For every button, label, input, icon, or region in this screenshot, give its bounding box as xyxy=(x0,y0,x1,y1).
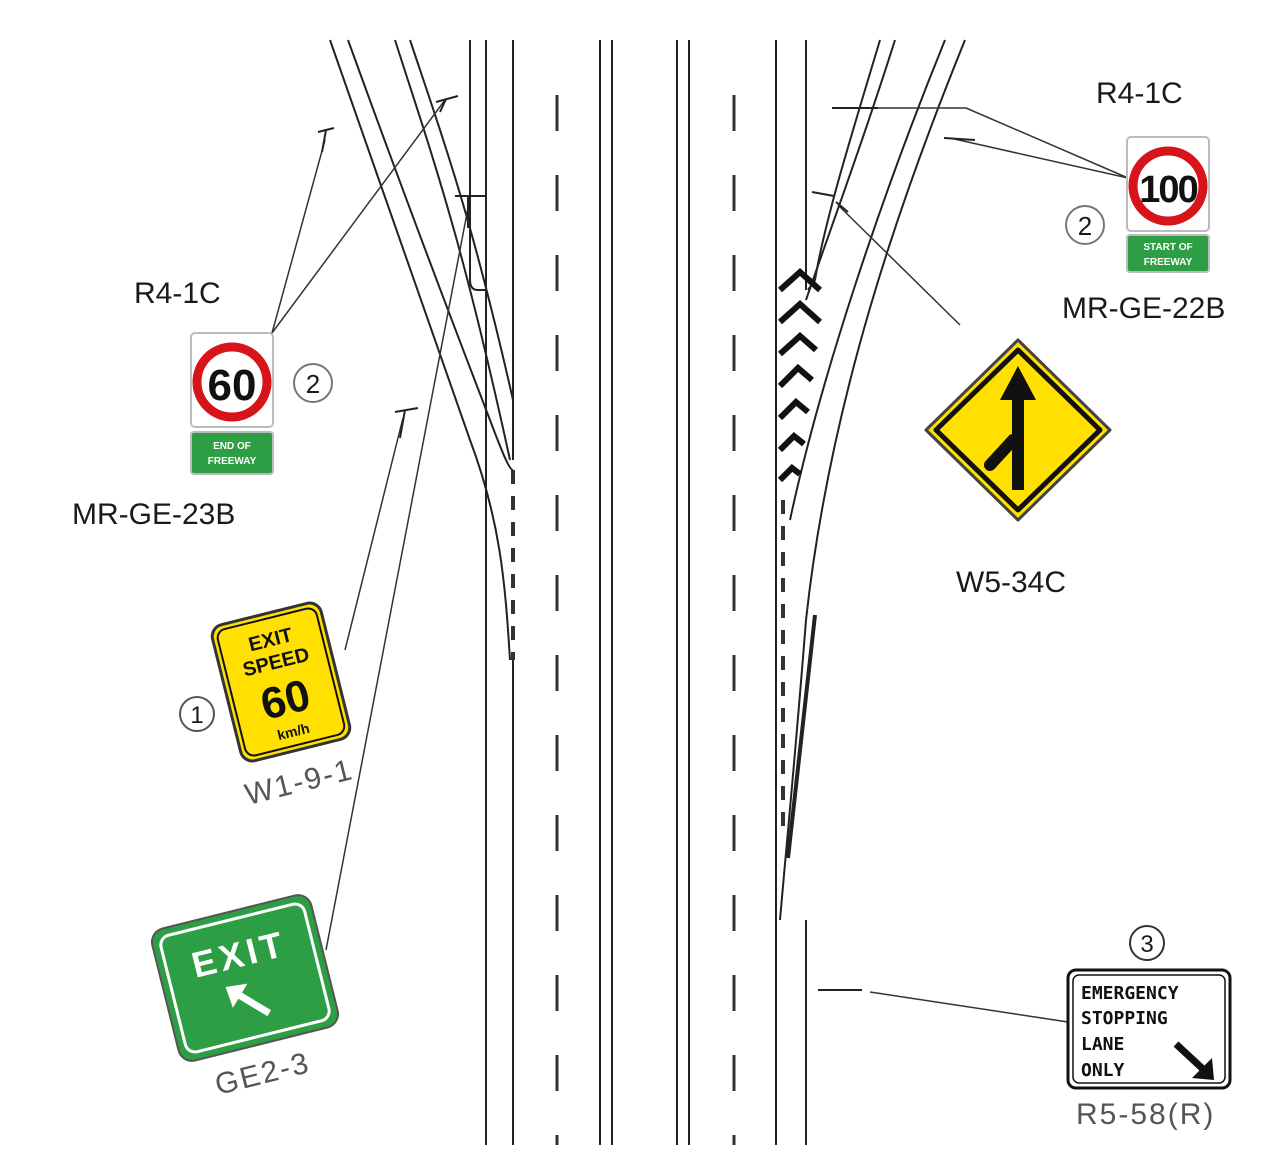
start-of-freeway-plate: START OF FREEWAY xyxy=(1126,234,1210,273)
callout-2-left: 2 xyxy=(293,363,333,403)
callout-1: 1 xyxy=(179,696,215,732)
svg-text:60: 60 xyxy=(256,670,315,729)
merge-arrow-icon xyxy=(984,366,1036,490)
callout-3: 3 xyxy=(1129,925,1165,961)
lane-dashes xyxy=(555,95,736,1145)
svg-text:FREEWAY: FREEWAY xyxy=(208,456,257,467)
exit-direction-sign: EXIT xyxy=(150,894,340,1062)
svg-text:3: 3 xyxy=(1140,931,1153,958)
speed-limit-100-sign: 100 xyxy=(1126,136,1210,232)
svg-text:1: 1 xyxy=(190,702,203,729)
svg-text:ONLY: ONLY xyxy=(1081,1060,1125,1081)
emergency-stopping-lane-sign: EMERGENCY STOPPING LANE ONLY xyxy=(1066,968,1232,1090)
speed-limit-60-sign: 60 xyxy=(190,332,274,428)
merge-warning-sign xyxy=(924,338,1112,522)
label-mrge22b: MR-GE-22B xyxy=(1062,292,1225,325)
label-ge2-3: GE2-3 xyxy=(212,1046,314,1101)
label-mrge23b: MR-GE-23B xyxy=(72,498,235,531)
arrow-down-right-icon xyxy=(1173,1041,1214,1080)
svg-text:60: 60 xyxy=(208,361,257,410)
exit-speed-advisory-sign: EXIT SPEED 60 km/h xyxy=(210,601,352,763)
arrow-up-left-icon xyxy=(225,983,272,1017)
callout-2-right: 2 xyxy=(1065,205,1105,245)
exit-ramp xyxy=(329,39,514,661)
svg-text:START OF: START OF xyxy=(1143,242,1192,253)
merge-dashes xyxy=(511,470,785,830)
sign-post-markers xyxy=(317,95,976,991)
end-of-freeway-plate: END OF FREEWAY xyxy=(190,431,274,475)
svg-text:FREEWAY: FREEWAY xyxy=(1144,257,1193,268)
leader-lines xyxy=(271,99,1129,1023)
svg-text:2: 2 xyxy=(1078,211,1092,241)
entry-ramp xyxy=(779,39,966,921)
svg-text:2: 2 xyxy=(306,369,320,399)
label-w1-9-1: W1-9-1 xyxy=(242,753,357,812)
label-r41c-left: R4-1C xyxy=(134,277,221,310)
svg-text:END OF: END OF xyxy=(213,441,251,452)
label-r5-58r: R5-58(R) xyxy=(1076,1098,1215,1131)
carriageway-lines xyxy=(485,40,807,1145)
label-w5-34c: W5-34C xyxy=(956,566,1066,599)
svg-text:100: 100 xyxy=(1139,169,1197,211)
svg-text:EMERGENCY: EMERGENCY xyxy=(1081,983,1179,1004)
svg-text:STOPPING: STOPPING xyxy=(1081,1008,1168,1029)
svg-text:LANE: LANE xyxy=(1081,1034,1124,1055)
label-r41c-right: R4-1C xyxy=(1096,77,1183,110)
gore-chevrons xyxy=(777,267,823,483)
svg-text:km/h: km/h xyxy=(276,720,312,743)
